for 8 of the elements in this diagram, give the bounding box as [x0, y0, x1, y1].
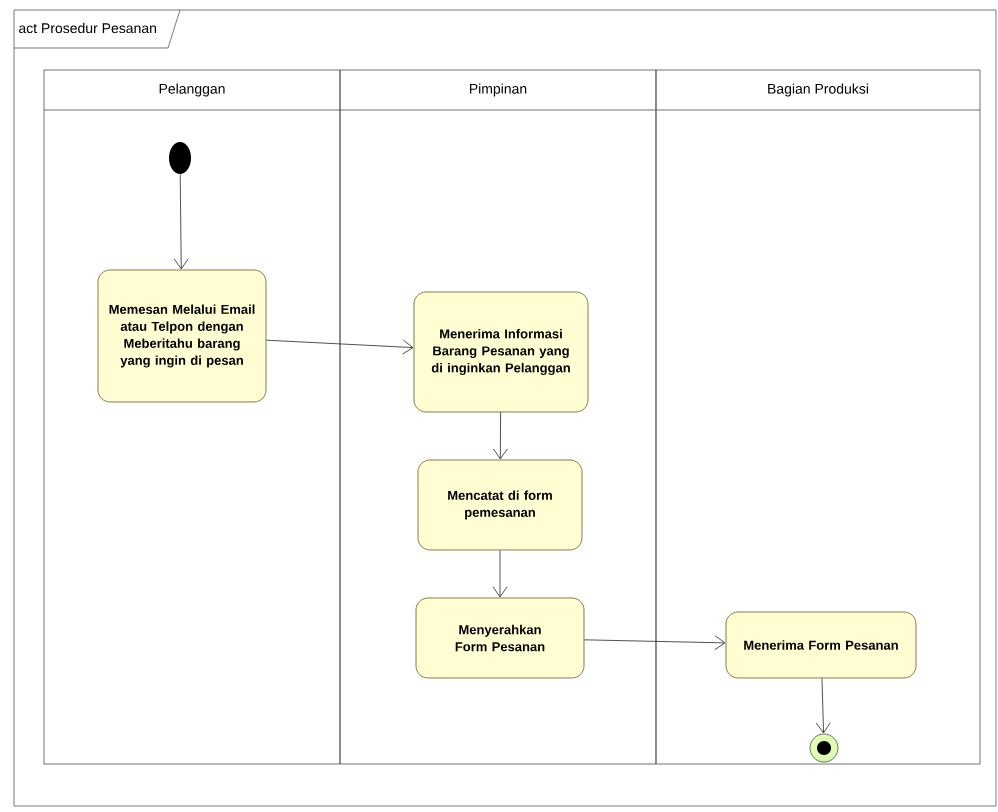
arrow — [173, 174, 189, 270]
arrow — [492, 412, 508, 460]
end-node — [809, 733, 839, 763]
start-node — [169, 142, 191, 174]
arrow — [584, 635, 726, 651]
arrow — [492, 550, 508, 598]
arrow — [266, 339, 414, 355]
arrow — [815, 678, 831, 734]
